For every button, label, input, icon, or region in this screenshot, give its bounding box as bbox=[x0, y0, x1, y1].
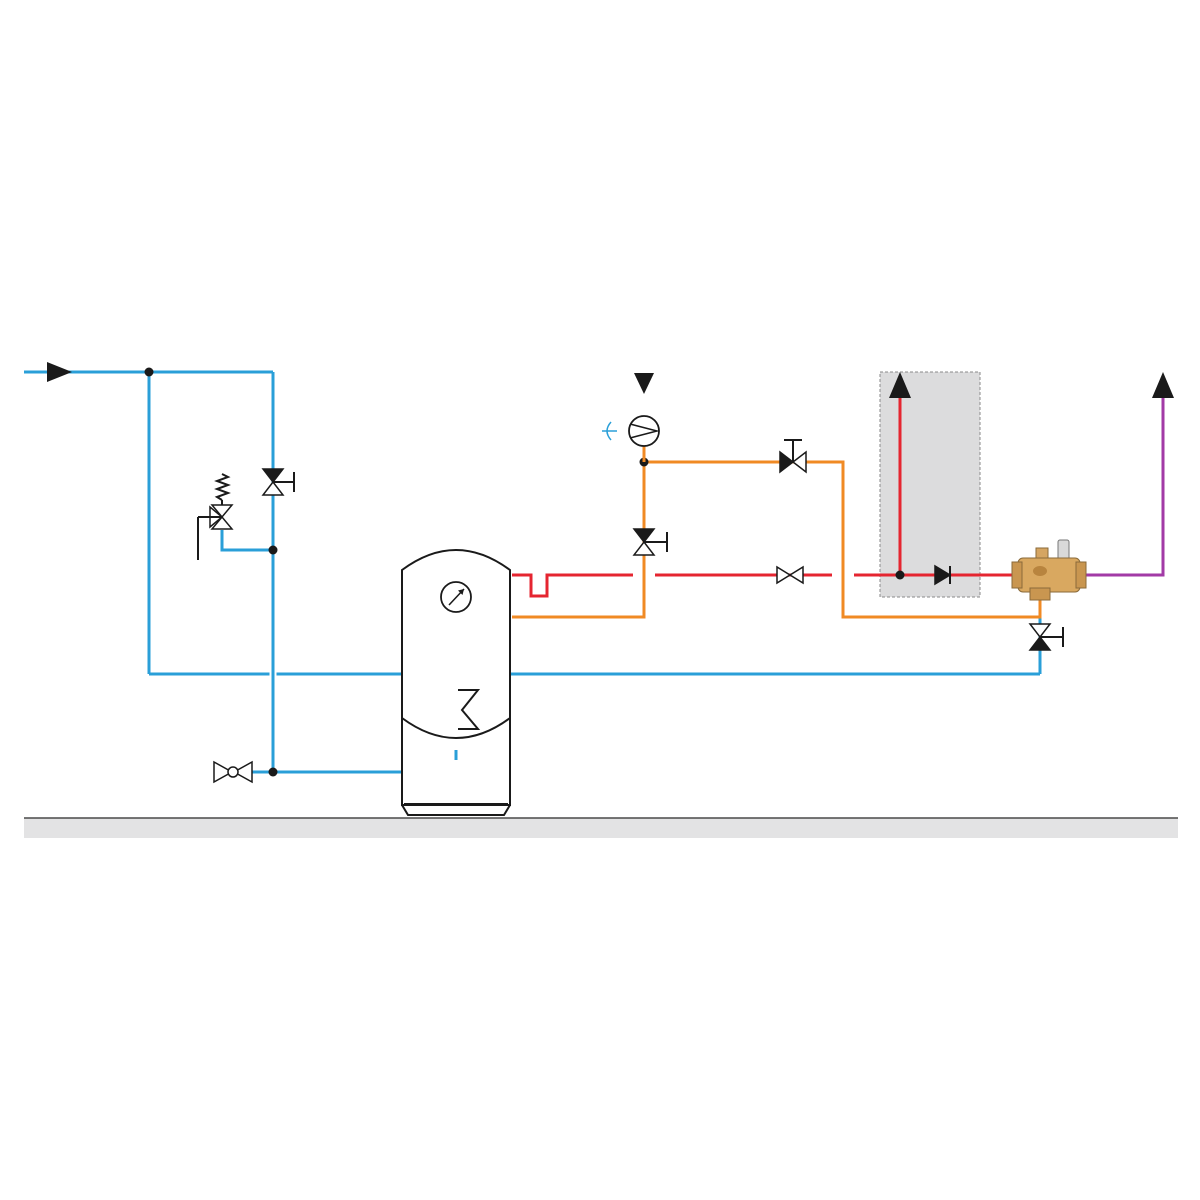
drain-valve-icon bbox=[213, 760, 253, 784]
pipe-crossings bbox=[269, 563, 854, 688]
coil-heat-exchanger-icon bbox=[458, 689, 481, 730]
recirculation-pipes bbox=[512, 460, 1042, 619]
junction-dots bbox=[144, 367, 905, 777]
shutoff-valve-icon bbox=[261, 468, 295, 496]
mixer-cold-shutoff-valve-icon bbox=[1028, 623, 1064, 651]
floor bbox=[24, 817, 1178, 838]
safety-valve-icon bbox=[197, 473, 234, 560]
mixed-water-pipe bbox=[1083, 398, 1165, 577]
thermostatic-mixing-valve bbox=[1011, 539, 1087, 601]
pump-inlet-arrow-icon bbox=[634, 373, 654, 394]
inlet-arrow-icon bbox=[47, 362, 72, 382]
check-valve-icon bbox=[934, 564, 952, 586]
storage-tank bbox=[401, 549, 511, 816]
thermometer-icon bbox=[440, 581, 472, 613]
balancing-valve-icon bbox=[779, 439, 807, 474]
circulator-pump-icon bbox=[602, 415, 660, 447]
hot-water-pipes bbox=[512, 392, 1016, 598]
outlet-arrow-icon bbox=[1152, 372, 1174, 398]
gate-valve-icon bbox=[776, 565, 804, 585]
user-outlet-arrow-icon bbox=[889, 372, 911, 398]
user-zone-box bbox=[879, 371, 981, 598]
recirc-shutoff-valve-icon bbox=[632, 528, 668, 556]
